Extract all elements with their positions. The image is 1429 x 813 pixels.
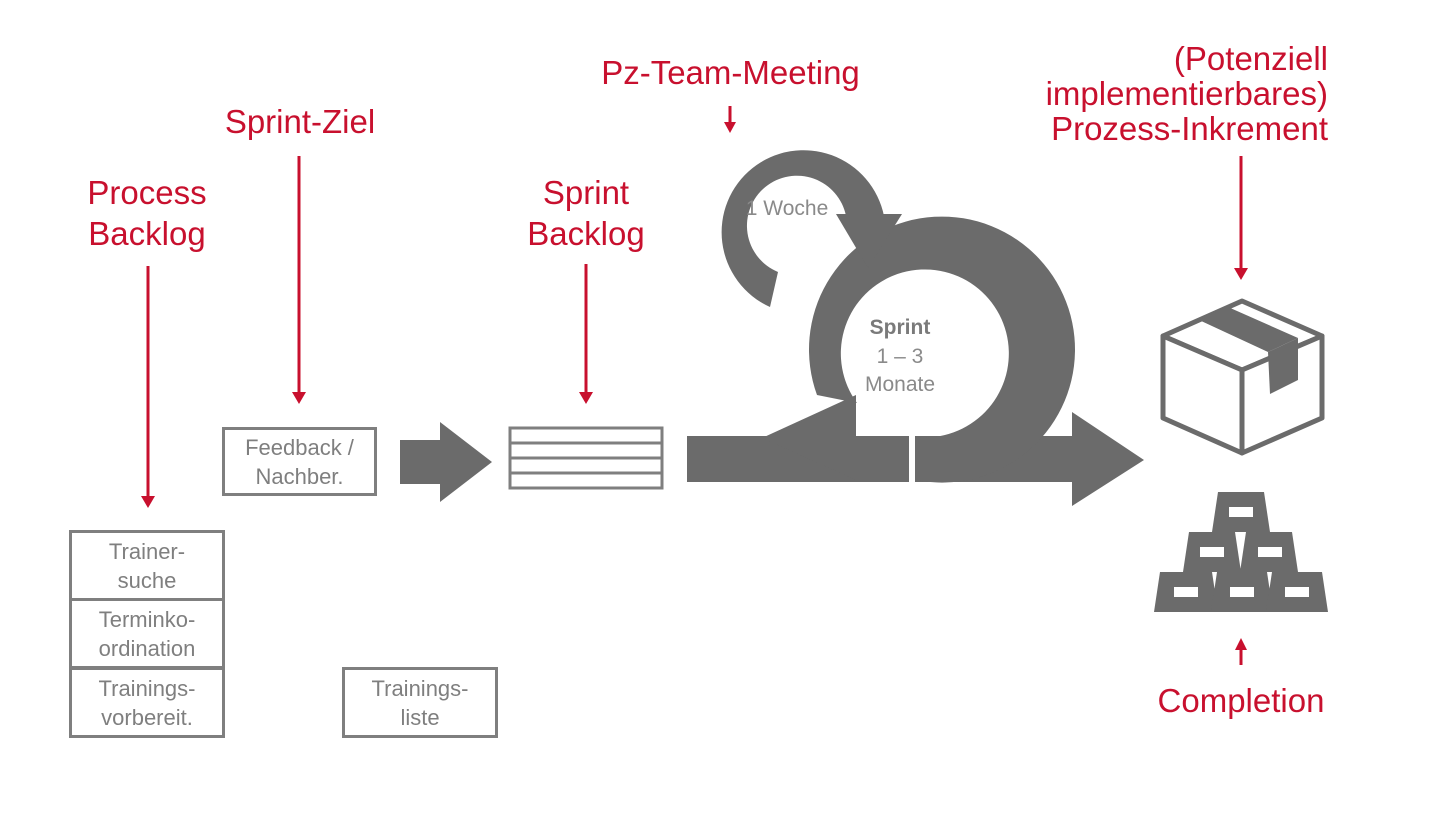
gold-bars-icon: [1154, 492, 1328, 612]
backlog-item-text: Trainer- suche: [108, 538, 186, 593]
backlog-item-text: Trainings- vorbereit.: [98, 675, 196, 730]
process-backlog-label: Process Backlog: [87, 174, 207, 252]
trainingsliste-box-text: Trainings- liste: [371, 675, 469, 730]
backlog-item-text: Terminko- ordination: [98, 606, 196, 661]
backlog-item: Trainer- suche: [69, 530, 225, 601]
team-meeting-label: Pz-Team-Meeting: [601, 54, 860, 91]
annotation-arrows: [141, 106, 1248, 665]
sprint-duration-unit: Monate: [864, 373, 936, 396]
trainingsliste-box: Trainings- liste: [342, 667, 498, 738]
sprint-ziel-arrow: [292, 156, 306, 404]
sprint-ring-arrowhead: [762, 395, 856, 480]
weekly-loop-arrowhead: [836, 214, 902, 268]
sprint-backlog-label: Sprint Backlog: [527, 174, 645, 252]
feedback-box-text: Feedback / Nachber.: [245, 434, 354, 489]
backlog-item: Trainings- vorbereit.: [69, 667, 225, 738]
sprint-title: Sprint: [869, 316, 931, 339]
feedback-box: Feedback / Nachber.: [222, 427, 377, 496]
sprint-backlog-arrow: [579, 264, 593, 404]
increment-label: (Potenziell implementierbares) Prozess-I…: [1045, 40, 1328, 147]
team-meeting-arrow: [724, 106, 736, 133]
output-block-arrow: [918, 412, 1144, 506]
increment-arrow: [1234, 156, 1248, 280]
sprint-ziel-label: Sprint-Ziel: [224, 103, 376, 140]
sprint-backlog-stack: [508, 426, 664, 490]
sprint-ring: [808, 216, 1075, 483]
process-backlog-arrow: [141, 266, 155, 508]
completion-label: Completion: [1157, 682, 1325, 719]
package-icon: [1160, 298, 1325, 456]
block-arrow-to-sprint-backlog: [400, 422, 492, 502]
sprint-cycle-graphic: [687, 150, 1144, 506]
weekly-loop: [721, 150, 884, 307]
sprint-duration: 1 – 3: [876, 345, 924, 368]
completion-arrow: [1235, 638, 1247, 665]
weekly-loop-label: 1 Woche: [745, 197, 829, 220]
backlog-item: Terminko- ordination: [69, 598, 225, 669]
